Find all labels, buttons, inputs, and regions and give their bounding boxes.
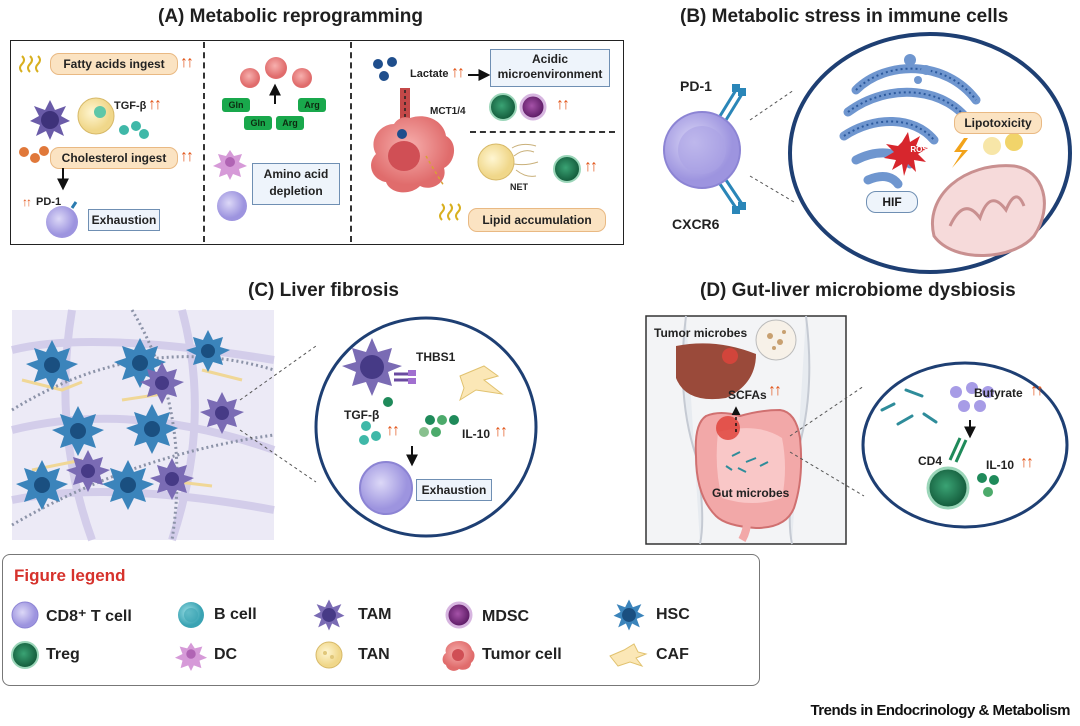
figure-legend-title: Figure legend [14,566,126,585]
il10-label-c: IL-10 [462,427,491,441]
tam-cell-icon [30,100,70,140]
hif-pill: HIF [866,191,918,213]
fatty-acids-ingest-pill: Fatty acids ingest [50,53,178,75]
legend-bcell-icon [178,602,204,628]
legend-treg-icon [11,641,39,669]
amino-acid-depletion-box: Amino acid depletion [252,163,340,205]
arrow-up-icon [269,83,281,104]
legend-dc-label: DC [214,646,238,663]
legend-cd8-icon [11,601,39,629]
net-label: NET [510,182,528,192]
legend-tumor-icon [442,641,475,671]
legend-tam-icon [313,599,345,631]
immune-cell-zoom-circle [788,32,1072,274]
legend-tam-label: TAM [358,606,392,623]
legend-bcell-label: B cell [214,606,257,623]
panel-c-title: (C) Liver fibrosis [248,280,399,301]
legend-mdsc-icon [445,601,473,629]
tgf-beta-up-arrows: ↑↑ [148,96,162,113]
legend-hsc-label: HSC [656,606,690,623]
butyrate-label: Butyrate [974,386,1023,400]
lactate-molecules-icon [373,57,397,81]
tan-cell-icon [77,97,115,135]
tumor-cell-large-icon [371,88,455,193]
ros-label: ROS [910,145,928,154]
zoom-lines-c [239,345,317,483]
treg-mdsc-up-arrows: ↑↑ [556,96,570,113]
dc-cell-icon [213,150,247,180]
tgf-beta-label: TGF-β [114,100,147,112]
arg-pill-1: Arg [298,98,326,112]
pd1-up-arrows: ↑↑ [22,195,32,209]
cholesterol-icon [19,146,49,163]
legend-mdsc-label: MDSC [482,608,530,625]
lactate-label: Lactate [410,68,449,80]
tgf-beta-label-c: TGF-β [344,408,380,422]
zoom-lines-d [789,385,865,497]
exhaustion-box: Exhaustion [88,209,160,231]
tumor-cells-top-icon [240,57,312,88]
il10-label-d: IL-10 [986,458,1015,472]
figure-legend-box [2,554,760,686]
panel-a-divider-2 [350,42,352,242]
legend-dc-icon [174,642,208,671]
arrow-down-icon [57,168,69,191]
panel-d-title: (D) Gut-liver microbiome dysbiosis [700,280,1016,301]
acidic-microenvironment-box: Acidic microenvironment [490,49,610,87]
cxcr6-label: CXCR6 [672,216,720,232]
fatty-acids-up-arrows: ↑↑ [180,54,194,71]
lipid-icon [439,203,461,221]
journal-credit: Trends in Endocrinology & Metabolism [810,702,1070,719]
il10-d-up-arrows: ↑↑ [1020,454,1034,471]
zoom-lines-b [749,89,795,203]
mct-label: MCT1/4 [430,106,466,117]
arrow-right-icon [468,69,491,81]
panel-a-frame [10,40,624,245]
treg-mdsc-icons [489,93,547,121]
net-tan-icon [477,143,539,181]
cd4-label: CD4 [918,454,943,468]
exhaustion-box-c: Exhaustion [416,479,492,501]
treg-cell-icon [553,155,581,183]
legend-tan-icon [315,641,343,669]
pd1-label: PD-1 [36,196,62,208]
legend-cd8-label: CD8⁺ T cell [46,608,132,625]
legend-tumor-label: Tumor cell [482,646,562,663]
gln-pill-1: Gln [222,98,250,112]
cd8-t-cell-icon-2 [217,191,247,221]
cd8-t-cell-large-icon [663,84,746,214]
gut-microbes-label: Gut microbes [712,486,790,500]
thbs1-label: THBS1 [416,350,456,364]
liver-fibrosis-tissue [11,308,276,542]
lactate-up-arrows: ↑↑ [451,64,465,81]
scfas-up-arrows: ↑↑ [768,382,782,399]
tgf-beta-molecules-icon [119,121,149,139]
legend-tan-label: TAN [358,646,390,663]
gln-pill-2: Gln [244,116,272,130]
cholesterol-up-arrows: ↑↑ [180,148,194,165]
arg-pill-2: Arg [276,116,304,130]
panel-a-divider-3 [470,131,615,133]
il10-c-up-arrows: ↑↑ [494,423,508,440]
legend-caf-label: CAF [656,646,689,663]
panel-b-title: (B) Metabolic stress in immune cells [680,6,1009,27]
legend-treg-label: Treg [46,646,80,663]
legend-hsc-icon [613,599,645,631]
gut-zoom-circle [861,361,1069,529]
cholesterol-ingest-pill: Cholesterol ingest [50,147,178,169]
legend-caf-icon [609,643,648,667]
tumor-microbes-label: Tumor microbes [654,326,748,340]
panel-a-divider-1 [203,42,205,242]
gut-liver-body-illustration [645,315,847,545]
net-up-arrows: ↑↑ [584,158,598,175]
butyrate-up-arrows: ↑↑ [1030,382,1044,399]
tgf-beta-c-up-arrows: ↑↑ [386,422,400,439]
panel-a-title: (A) Metabolic reprogramming [158,6,423,27]
lipotoxicity-pill: Lipotoxicity [954,112,1042,134]
scfas-label: SCFAs [728,388,767,402]
cd8-t-cell-icon [46,201,78,238]
fatty-acid-icon [19,55,41,73]
lipid-accumulation-pill: Lipid accumulation [468,208,606,232]
pd1-label-b: PD-1 [680,78,712,94]
